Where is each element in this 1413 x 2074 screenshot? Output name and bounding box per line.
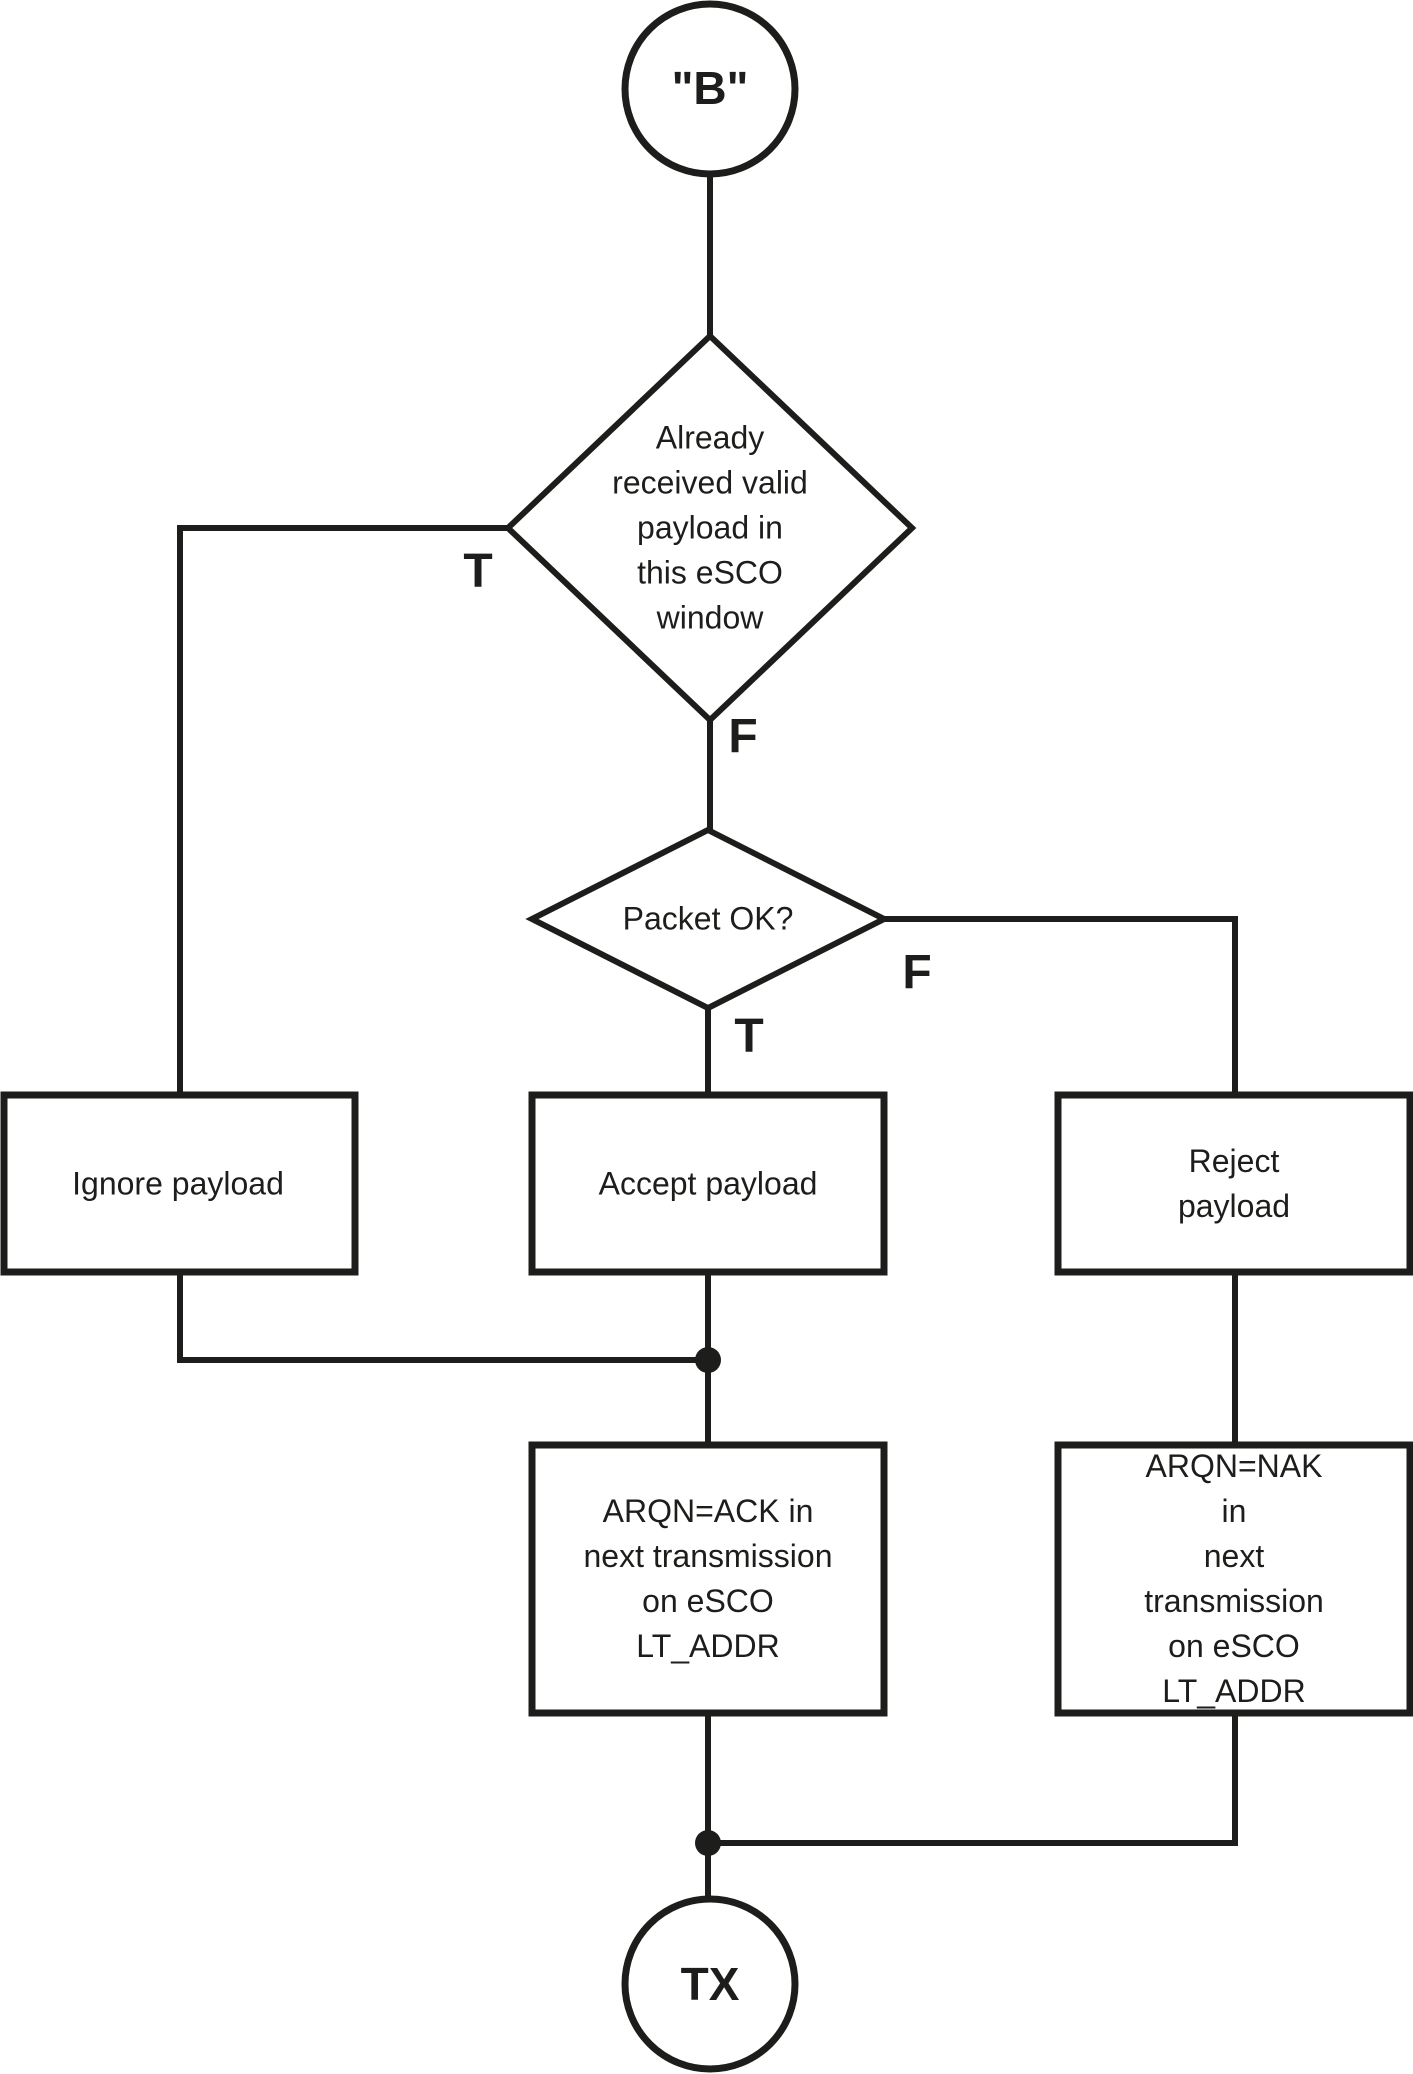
decision-already-received-diamond (503, 331, 917, 725)
junction-dot-1 (695, 1347, 721, 1373)
decision-already-received-label: Already received valid payload in this e… (612, 419, 808, 636)
process-arqn-nak-box (1054, 1441, 1413, 1717)
connector-nak-to-junction2 (708, 1713, 1238, 1846)
process-accept-payload-label: Accept payload (598, 1165, 818, 1202)
process-reject-payload-label: Reject payload (1177, 1143, 1291, 1224)
process-ignore-payload-box (0, 1091, 359, 1276)
decision1-true-branch-label: T (463, 545, 493, 598)
start-terminal-circle (621, 0, 799, 178)
process-reject-payload-box (1054, 1091, 1413, 1276)
start-terminal-label: "B" (671, 62, 749, 114)
decision1-false-branch-label: F (728, 710, 758, 763)
process-arqn-nak-label: ARQN=NAK in next transmission on eSCO LT… (1144, 1448, 1324, 1709)
decision2-false-branch-label: F (902, 946, 932, 999)
process-ignore-payload-label: Ignore payload (72, 1165, 284, 1202)
end-terminal-circle (621, 1895, 799, 2073)
decision-packet-ok-label: Packet OK? (622, 900, 794, 937)
junction-dot-2 (695, 1830, 721, 1856)
connector-decision1-true-to-ignore (177, 525, 508, 1095)
process-arqn-ack-box (528, 1441, 888, 1717)
process-arqn-ack-label: ARQN=ACK in next transmission on eSCO LT… (583, 1493, 833, 1664)
decision2-true-branch-label: T (734, 1010, 764, 1063)
decision-packet-ok-diamond (525, 826, 891, 1012)
connector-ignore-to-junction1 (177, 1272, 708, 1363)
end-terminal-label: TX (680, 1958, 740, 2010)
connector-decision2-false-to-reject (884, 916, 1238, 1095)
process-accept-payload-box (528, 1091, 888, 1276)
